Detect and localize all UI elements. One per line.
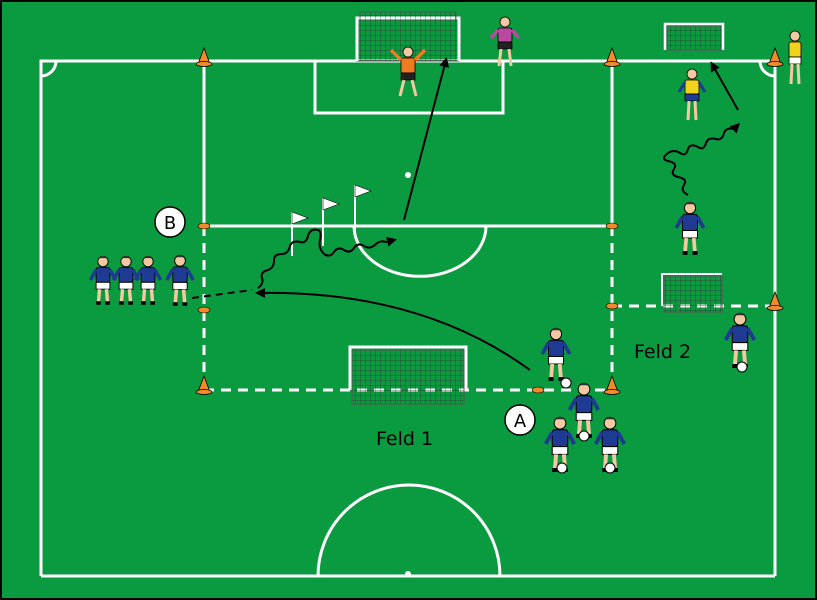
cone-icon [195, 374, 213, 395]
flag-icon [322, 197, 340, 246]
small-goal-top-right [663, 22, 725, 51]
flag-icon [291, 211, 309, 256]
movement-paths [191, 57, 741, 371]
goal-feld1 [348, 345, 468, 405]
marker-a-label: A [514, 411, 527, 432]
goalkeeper-purple [489, 16, 521, 67]
feld1-label: Feld 1 [376, 428, 433, 450]
disc-cone-icon [197, 222, 211, 230]
mini-goal-feld2 [661, 273, 723, 313]
ball-icon [604, 462, 616, 474]
defender-yellow [677, 68, 707, 121]
ball-icon [556, 462, 568, 474]
center-circle [316, 483, 502, 577]
flag-icon [354, 184, 372, 238]
cones [195, 46, 784, 395]
goalkeeper-orange [389, 46, 427, 97]
cone-icon [603, 374, 621, 395]
cone-icon [603, 46, 621, 67]
cone-icon [766, 290, 784, 311]
pass-arrow [255, 287, 531, 371]
dribble-path-feld2 [663, 122, 741, 196]
marker-b-label: B [164, 213, 176, 234]
corner-arc-left [40, 60, 58, 78]
flags [291, 184, 372, 256]
disc-cone-icon [605, 302, 619, 310]
center-spot [405, 571, 411, 577]
disc-cone-icon [197, 306, 211, 314]
cone-icon [766, 46, 784, 67]
marker-a: A [504, 404, 536, 436]
corner-arc-right [758, 60, 776, 78]
ball-icon [560, 377, 572, 389]
balls [556, 361, 748, 474]
disc-cone-icon [531, 386, 545, 394]
shot-arrow-feld2 [710, 61, 739, 111]
goalkeeper-yellow [788, 30, 802, 85]
penalty-spot [405, 172, 411, 178]
penalty-arc [352, 225, 488, 278]
shot-arrow [403, 57, 450, 221]
run-arrow-dashed [191, 289, 253, 299]
ball-icon [578, 430, 590, 442]
penalty-area [202, 61, 614, 228]
ball-icon [736, 361, 748, 373]
marker-b: B [154, 206, 186, 238]
feld2-label: Feld 2 [634, 341, 691, 363]
goal-area [313, 61, 505, 115]
dribble-path-flags [257, 228, 397, 289]
cone-icon [195, 46, 213, 67]
disc-cone-icon [605, 222, 619, 230]
